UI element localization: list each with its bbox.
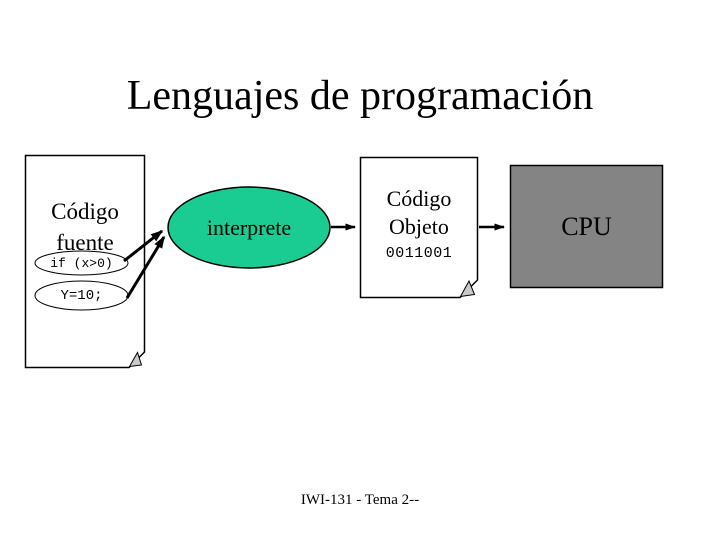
slide-footer: IWI-131 - Tema 2-- — [300, 492, 420, 508]
arrow-code2-to-interpreter — [125, 235, 166, 299]
source-document-label: Código fuente — [51, 199, 119, 255]
object-document-label: Código Objeto — [386, 186, 452, 239]
slide-title: Lenguajes de programación — [126, 73, 594, 119]
source-document-fold-icon — [128, 351, 143, 368]
cpu-box — [509, 164, 664, 289]
cpu-label: CPU — [561, 211, 612, 241]
code-line-1-ellipse — [34, 250, 129, 276]
interpreter-label: interprete — [206, 215, 292, 240]
object-document-fold-icon — [459, 279, 476, 298]
code-line-1-text: if (x>0) — [50, 256, 113, 271]
interpreter-ellipse — [167, 186, 331, 269]
code-line-2-text: Y=10; — [60, 288, 103, 304]
object-binary-text: 0011001 — [385, 245, 453, 262]
